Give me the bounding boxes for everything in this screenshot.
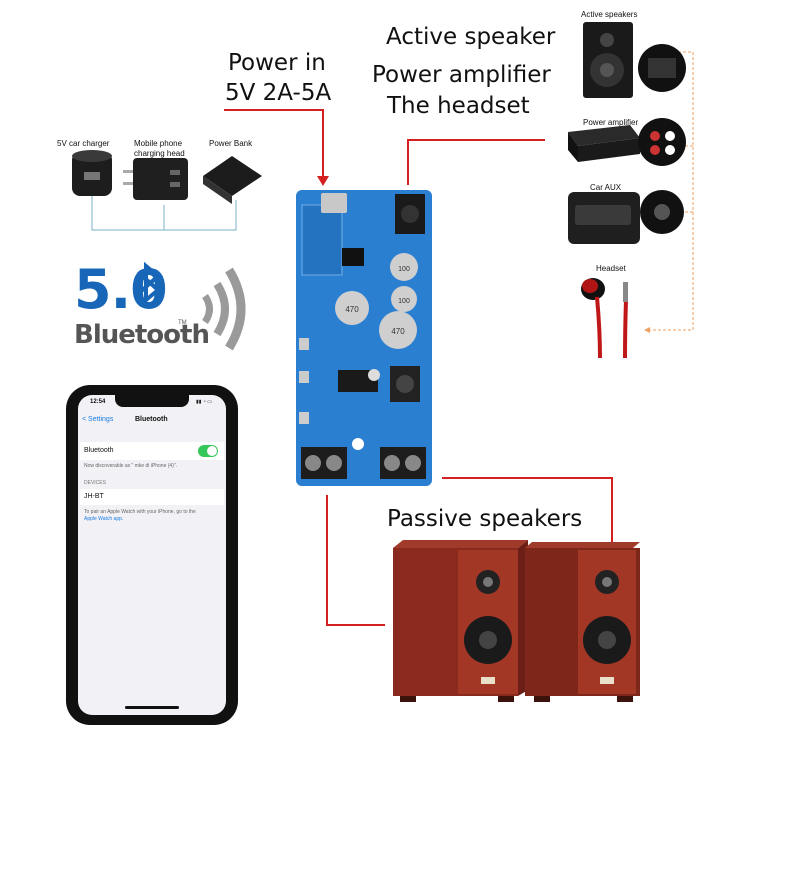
device-name: JH-BT [84, 493, 104, 500]
bluetooth-tm: TM [178, 320, 187, 326]
power-amplifier-small-label: Power amplifier [583, 118, 638, 127]
bluetooth-wordmark: Bluetooth [74, 320, 209, 350]
car-charger-label: 5V car charger [57, 139, 109, 148]
car-charger-image [72, 150, 112, 196]
discoverable-note: Now discoverable as " mke di iPhone (4)"… [84, 463, 177, 469]
active-speakers-label: Active speakers [581, 10, 637, 19]
power-arrow [317, 176, 329, 186]
headset-image [581, 278, 628, 358]
svg-text:470: 470 [391, 327, 405, 336]
passive-speaker-left [393, 540, 528, 702]
bluetooth-row-label: Bluetooth [84, 447, 114, 454]
passive-speaker-right [525, 542, 640, 702]
toggle-knob [207, 446, 217, 456]
svg-text:470: 470 [345, 305, 359, 314]
screen-title: Bluetooth [135, 416, 168, 423]
bluetooth-version-text: 5.0 [74, 258, 167, 321]
active-speaker-label: Active speaker [386, 24, 555, 50]
status-time: 12:54 [90, 399, 105, 405]
devices-header: DEVICES [84, 480, 106, 486]
power-spec-label: 5V 2A-5A [225, 80, 331, 106]
output-wire [408, 140, 545, 185]
charging-head-image [123, 158, 188, 200]
passive-speakers-label: Passive speakers [387, 506, 582, 532]
bus-arrow-4 [644, 327, 650, 333]
power-bank-label: Power Bank [209, 139, 252, 148]
output-bus [648, 52, 693, 330]
speaker-wire-left [327, 495, 385, 625]
phone-notch [115, 395, 189, 407]
car-aux-label: Car AUX [590, 183, 621, 192]
status-icons: ▮▮ ◔ ▭ [196, 399, 212, 405]
power-bank-image [203, 156, 262, 204]
apple-watch-app-link[interactable]: Apple Watch app. [84, 516, 123, 522]
bluetooth-amplifier-board: 100 100 470 470 [296, 190, 432, 486]
home-indicator [125, 706, 179, 709]
active-speaker-image [583, 22, 686, 98]
settings-back-link[interactable]: < Settings [82, 416, 113, 423]
charging-head-label-2: charging head [134, 149, 185, 158]
car-aux-image [568, 190, 684, 244]
pair-watch-note: To pair an Apple Watch with your iPhone,… [84, 509, 196, 515]
power-amplifier-label: Power amplifier [372, 62, 551, 88]
headset-small-label: Headset [596, 264, 626, 273]
signal-waves-icon [205, 270, 241, 348]
svg-text:100: 100 [398, 298, 410, 305]
power-in-label: Power in [228, 50, 326, 76]
headset-label: The headset [387, 93, 530, 119]
svg-text:100: 100 [398, 266, 410, 273]
charging-head-label-1: Mobile phone [134, 139, 182, 148]
